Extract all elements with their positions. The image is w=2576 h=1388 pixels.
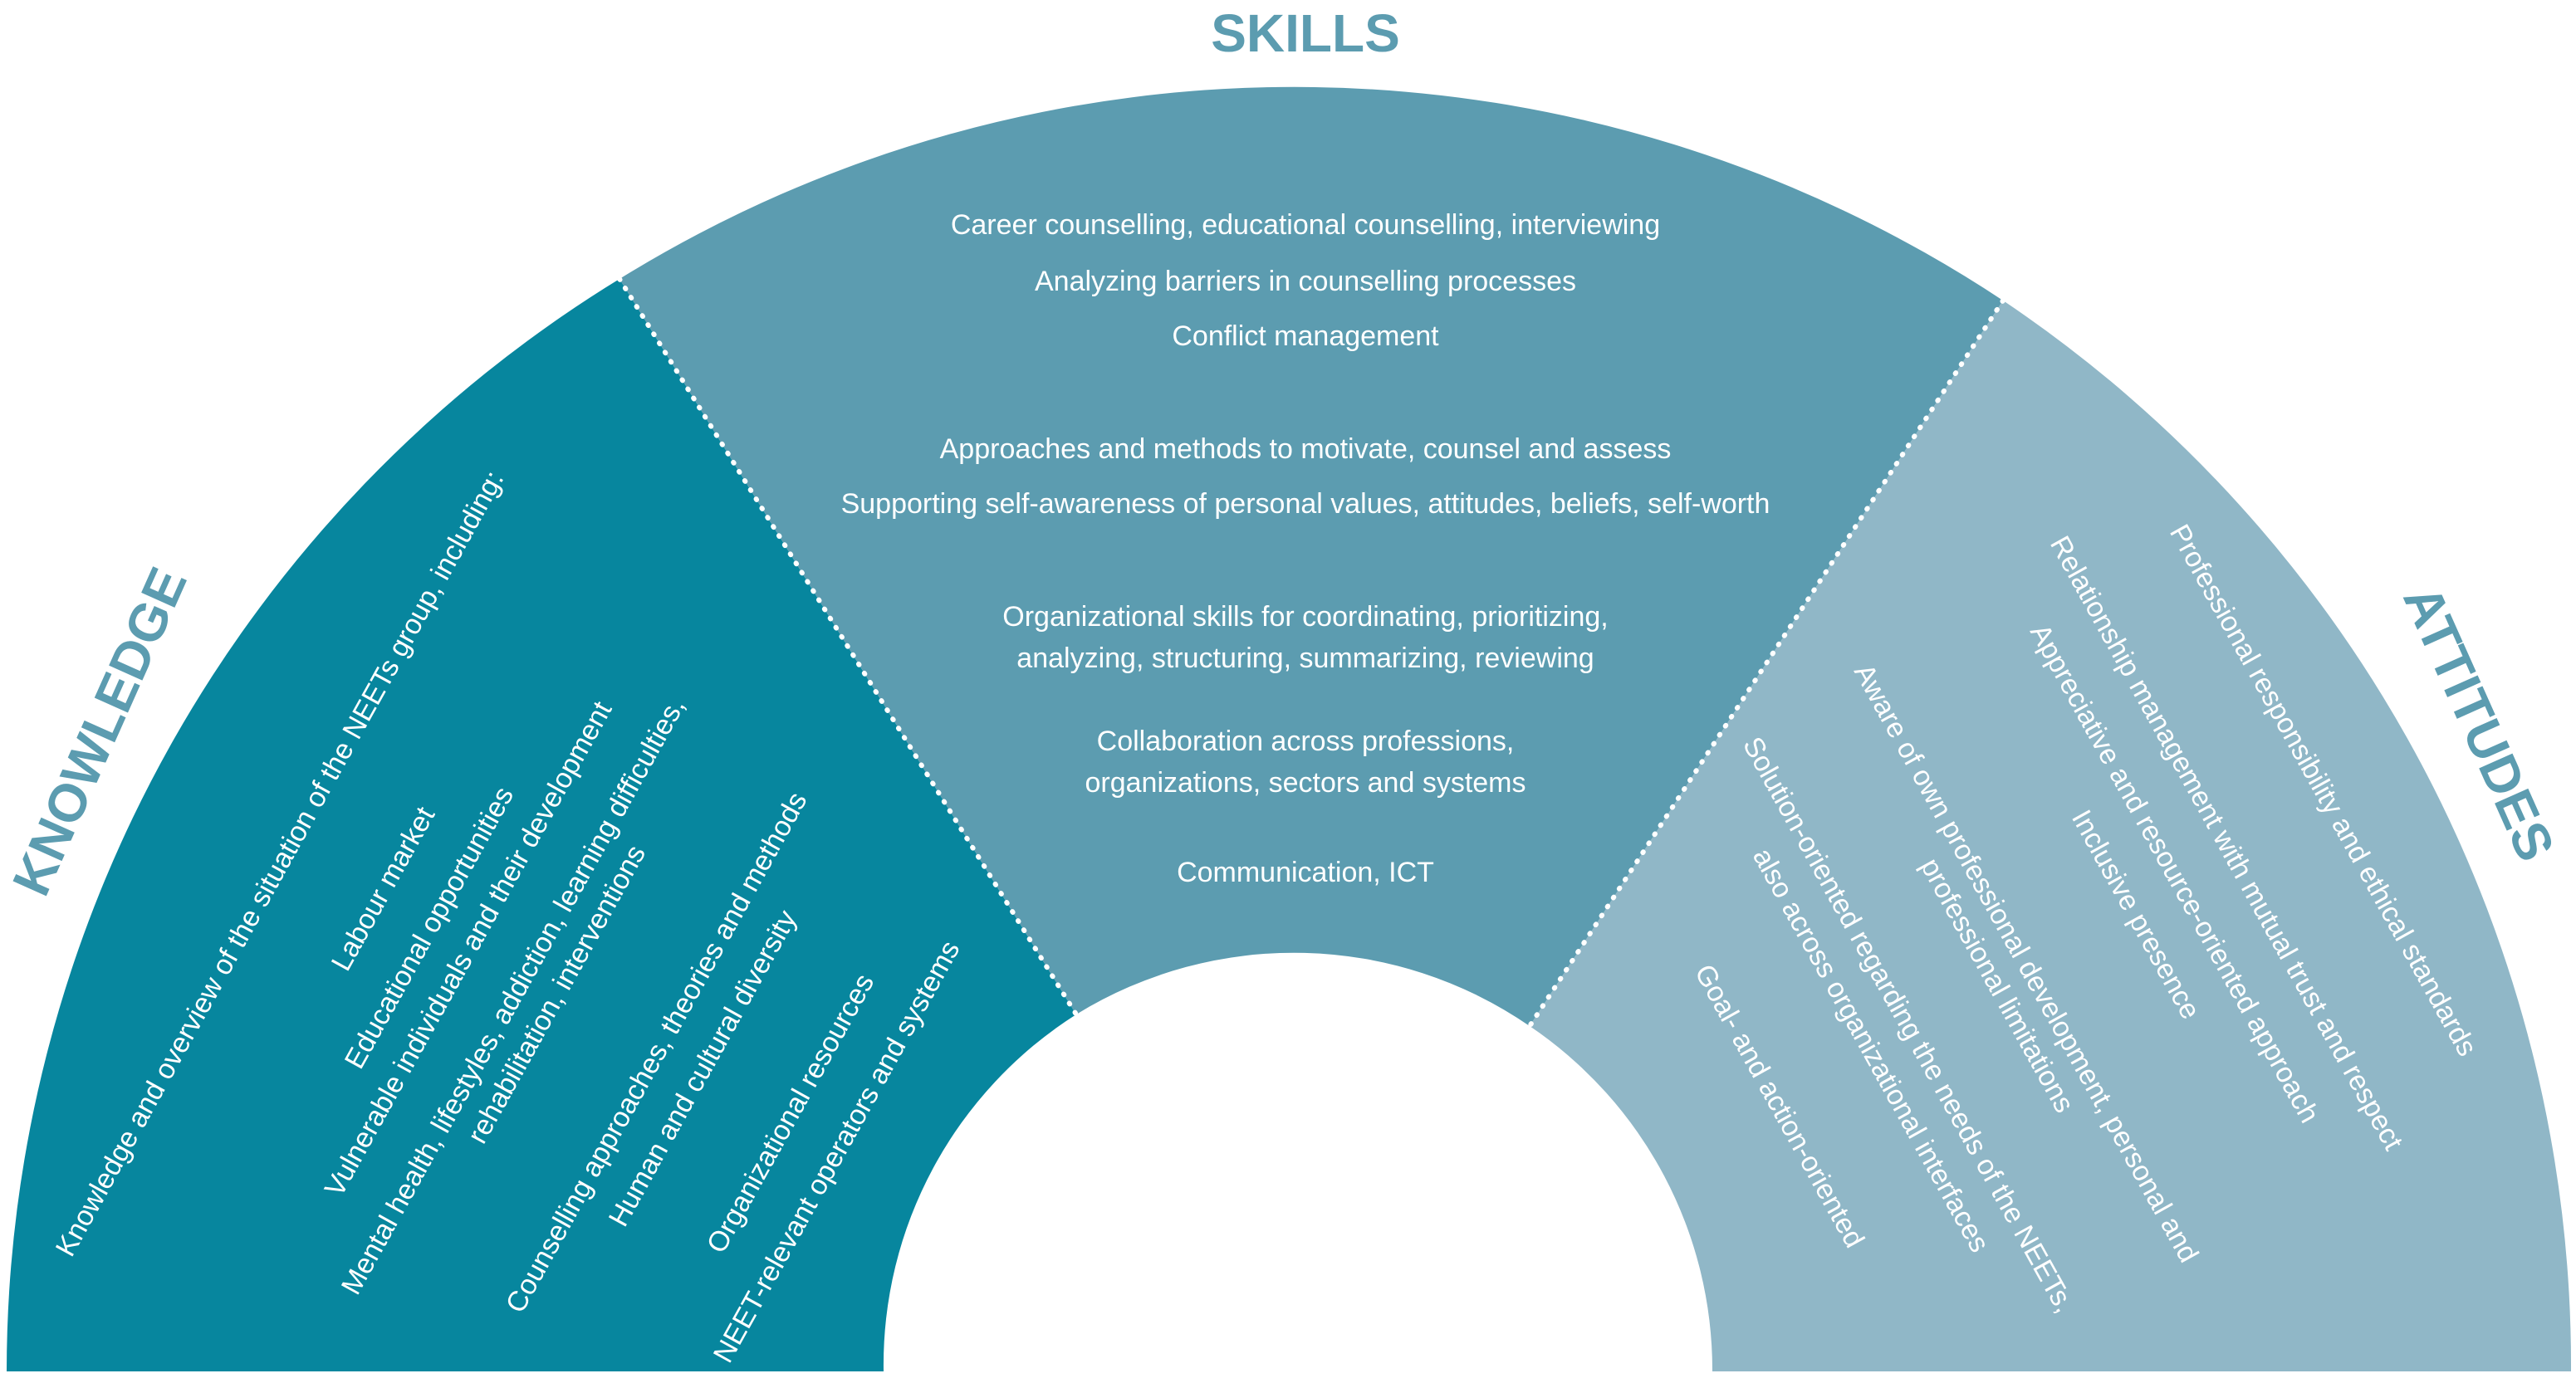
skills-item: Career counselling, educational counsell…	[951, 209, 1660, 241]
attitudes-sector	[1530, 301, 2572, 1371]
skills-item: organizations, sectors and systems	[1085, 767, 1526, 799]
skills-item: analyzing, structuring, summarizing, rev…	[1016, 643, 1594, 674]
skills-item: Conflict management	[1172, 320, 1439, 352]
divider-knowledge-skills	[617, 276, 1079, 1017]
skills-sector	[620, 86, 2003, 1027]
skills-item: Organizational skills for coordinating, …	[1002, 601, 1608, 633]
knowledge-sector	[7, 279, 1076, 1371]
skills-item: Collaboration across professions,	[1097, 726, 1515, 757]
skills-items: Career counselling, educational counsell…	[841, 209, 1770, 888]
divider-skills-attitudes	[1527, 298, 2005, 1029]
skills-item: Supporting self-awareness of personal va…	[841, 488, 1770, 520]
skills-item: Analyzing barriers in counselling proces…	[1035, 266, 1576, 297]
skills-heading: SKILLS	[1211, 3, 1400, 63]
skills-item: Communication, ICT	[1177, 857, 1434, 888]
skills-item: Approaches and methods to motivate, coun…	[940, 433, 1672, 465]
